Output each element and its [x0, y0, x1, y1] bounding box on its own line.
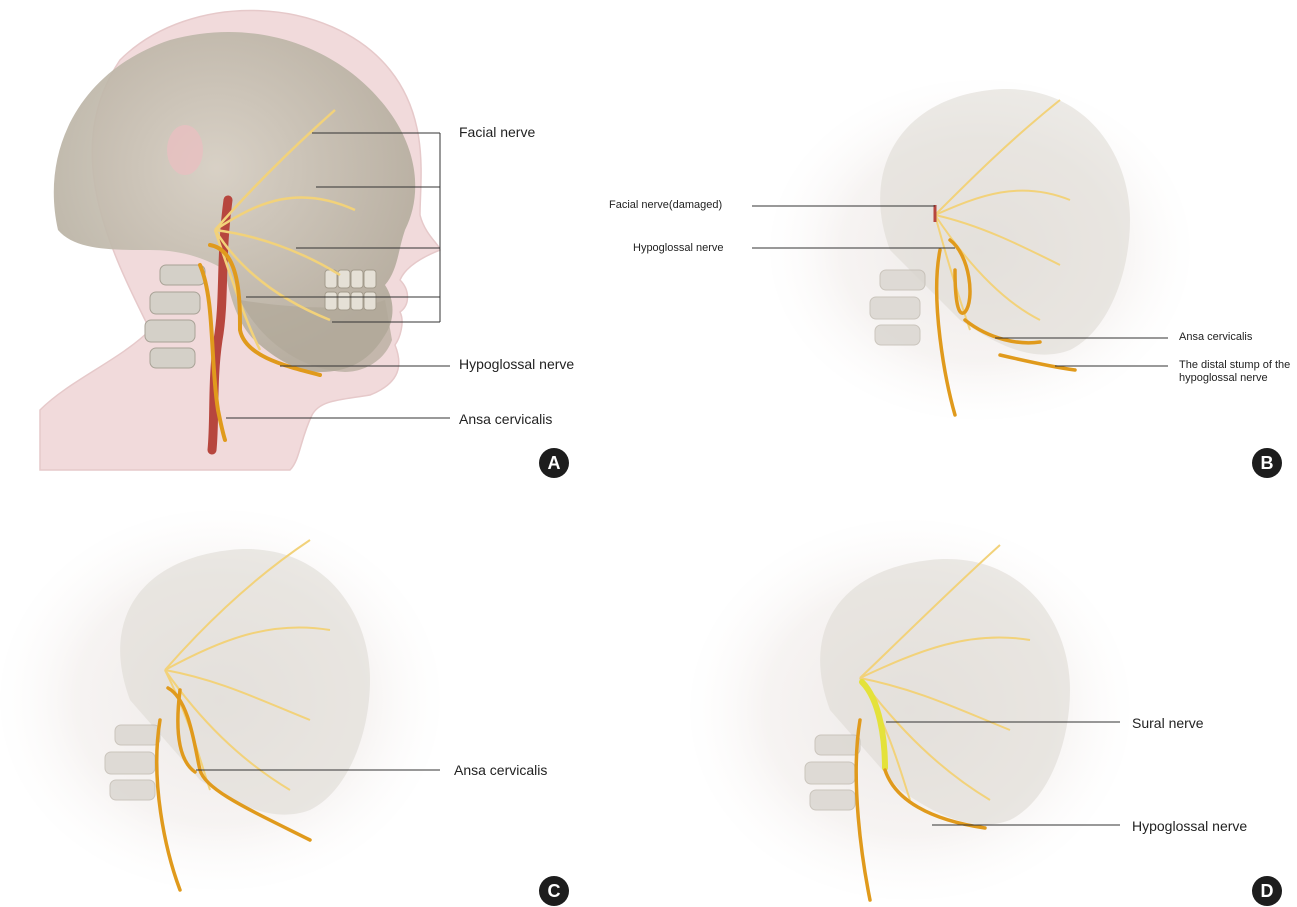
panel-b-facial-nerve-damaged-label: Facial nerve(damaged) [609, 199, 722, 211]
panel-c-illustration [0, 510, 440, 890]
panel-a-facial-nerve-label: Facial nerve [459, 124, 535, 140]
panel-b-badge: B [1252, 448, 1282, 478]
panel-d-badge: D [1252, 876, 1282, 906]
panel-d-hypoglossal-nerve-label: Hypoglossal nerve [1132, 818, 1247, 834]
panel-a-ear [167, 125, 203, 175]
panel-c-badge: C [539, 876, 569, 906]
panel-b-ansa-cervicalis-label: Ansa cervicalis [1179, 331, 1252, 343]
panel-a-illustration [40, 10, 440, 470]
panel-b-hypoglossal-nerve-label: Hypoglossal nerve [633, 242, 724, 254]
panel-a-badge: A [539, 448, 569, 478]
panel-b-distal-stump-label-line2: hypoglossal nerve [1179, 372, 1268, 384]
panel-b-distal-stump-label-line1: The distal stump of the [1179, 359, 1290, 371]
panel-b-illustration [770, 80, 1190, 420]
panel-a-hypoglossal-nerve-label: Hypoglossal nerve [459, 356, 574, 372]
panel-c-ansa-cervicalis-label: Ansa cervicalis [454, 762, 547, 778]
panel-d-illustration [690, 520, 1130, 900]
panel-d-sural-nerve-label: Sural nerve [1132, 715, 1204, 731]
panel-a-ansa-cervicalis-label: Ansa cervicalis [459, 411, 552, 427]
